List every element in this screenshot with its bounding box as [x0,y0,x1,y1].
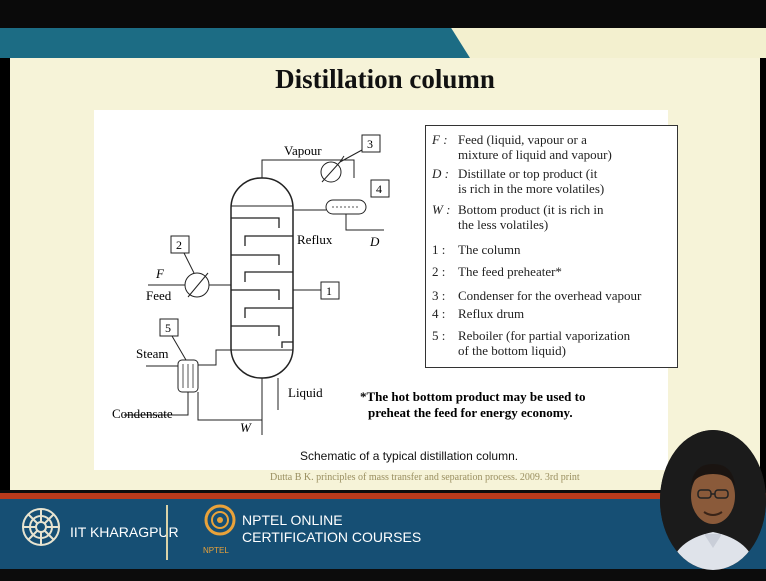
footer-red-band [0,493,766,499]
condensate-line [124,392,189,416]
legend-item: 2 :The feed preheater* [432,264,562,279]
label-steam: Steam [136,346,169,361]
legend-item: 1 :The column [432,242,521,257]
column-trays [231,217,293,348]
footer-blue-band [0,499,766,569]
note-line-1: *The hot bottom product may be used to [360,389,585,404]
top-letterbox [0,0,766,28]
label-vapour: Vapour [284,143,322,158]
vapour-line [261,159,355,178]
note-line-2: preheat the feed for energy economy. [368,405,573,420]
box-2 [170,235,190,254]
presenter-avatar [660,430,766,570]
box-5 [159,318,179,337]
label-f: F [155,266,165,281]
condenser-slash [321,161,341,183]
header-accent [0,28,470,58]
column-shell [230,177,294,379]
legend-item: 4 :Reflux drum [432,306,525,321]
label-n3: 3 [367,137,373,151]
label-n5: 5 [165,321,171,335]
certification-courses-text: CERTIFICATION COURSES [242,529,422,545]
nptel-online-text: NPTEL ONLINE [242,512,343,528]
bottom-liquid-loop [197,378,263,421]
reboiler-return [198,349,231,366]
label-condensate: Condensate [112,406,173,421]
figure-caption: Schematic of a typical distillation colu… [300,449,519,463]
label-n2: 2 [176,238,182,252]
footer-divider [166,505,168,560]
label-liquid: Liquid [288,385,323,400]
label-n1: 1 [326,284,332,298]
box-3 [361,134,381,153]
label-reflux: Reflux [297,232,333,247]
label-d: D [369,234,380,249]
slide-title: Distillation column [275,64,495,94]
iit-kharagpur-logo-icon [20,506,62,548]
iit-kharagpur-text: IIT KHARAGPUR [70,524,179,540]
label-feed: Feed [146,288,172,303]
citation: Dutta B K. principles of mass transfer a… [270,472,580,483]
label-w: W [240,420,252,435]
nptel-logo-icon [202,503,238,541]
nptel-small-label: NPTEL [203,546,229,555]
label-n4: 4 [376,182,382,196]
box-4 [370,179,390,198]
presenter-video [660,430,766,570]
legend-item: 3 :Condenser for the overhead vapour [432,288,642,303]
distillation-schematic: Vapour 3 4 Reflux D 1 2 F Feed 5 [112,134,585,435]
